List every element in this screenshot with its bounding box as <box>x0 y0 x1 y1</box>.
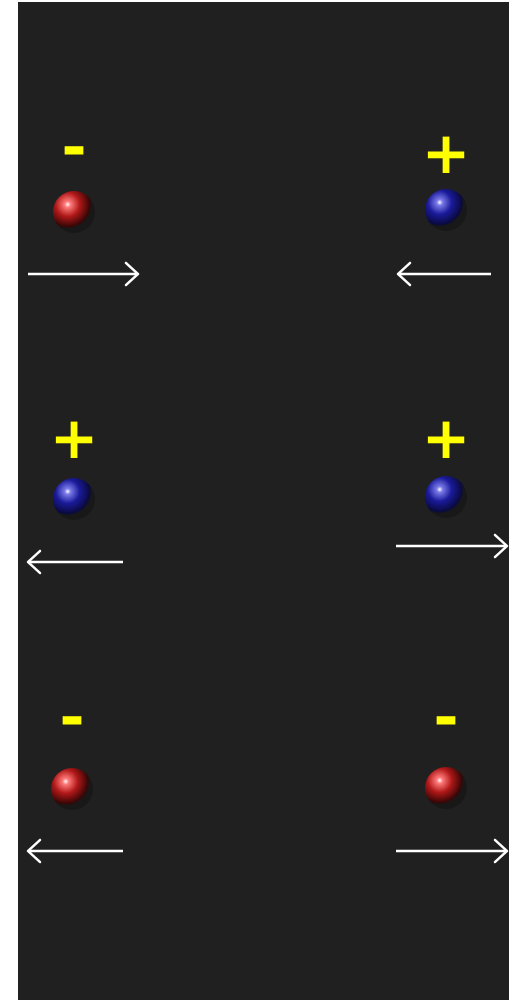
red-sphere <box>425 767 467 809</box>
plus-sign-label: + <box>416 124 476 182</box>
minus-sign-label: - <box>43 118 106 176</box>
blue-sphere <box>53 478 95 520</box>
plus-sign-label: + <box>44 409 104 467</box>
minus-sign-label: - <box>415 688 478 746</box>
red-sphere <box>53 191 95 233</box>
blue-sphere <box>425 189 467 231</box>
plus-sign-label: + <box>416 409 476 467</box>
red-sphere <box>51 768 93 810</box>
minus-sign-label: - <box>41 688 104 746</box>
blue-sphere <box>425 476 467 518</box>
